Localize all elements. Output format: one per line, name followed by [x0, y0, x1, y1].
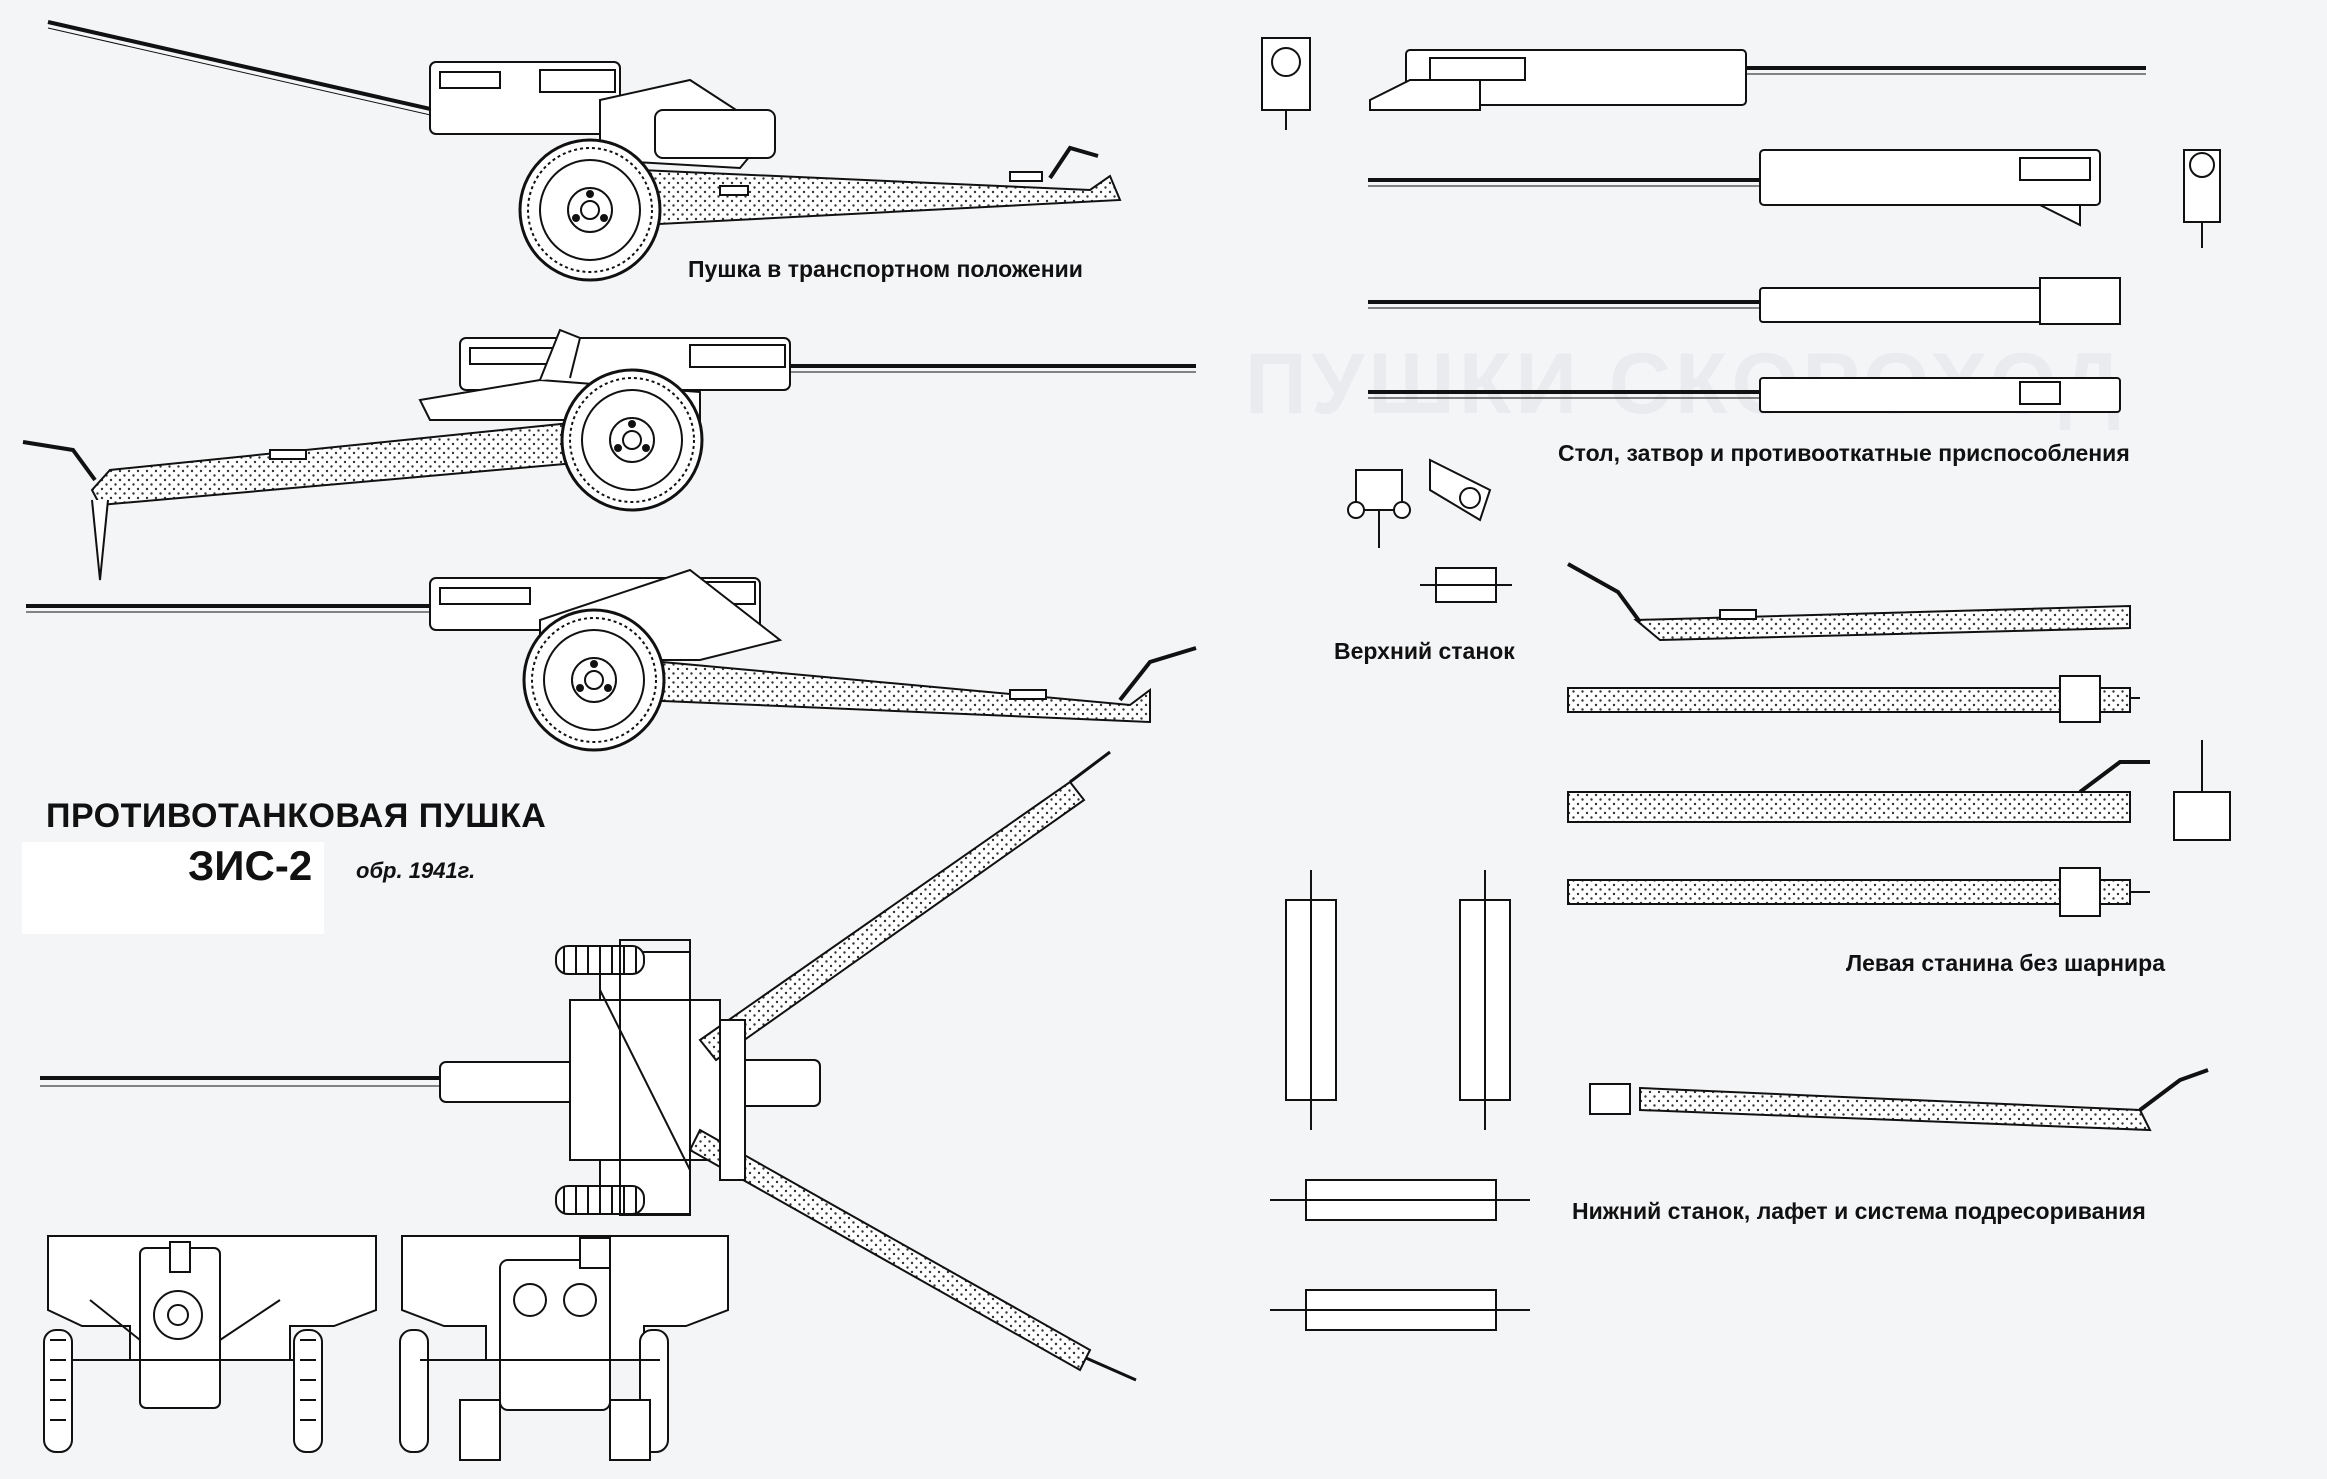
caption-upper-mount: Верхний станок [1334, 638, 1515, 664]
gun-top-view [40, 750, 1137, 1382]
caption-left-trail: Левая станина без шарнира [1846, 950, 2166, 976]
gun-combat-view [22, 328, 1196, 581]
trail-parts [1567, 562, 2231, 917]
lower-mount-parts [1270, 870, 2209, 1331]
upper-mount-parts [1347, 458, 1512, 603]
cradle-assemblies [1261, 37, 2221, 413]
page-title: ПРОТИВОТАНКОВАЯ ПУШКА [46, 797, 547, 835]
gun-front-view [43, 1235, 377, 1453]
gun-model-year: обр. 1941г. [356, 858, 476, 883]
gun-rear-view [399, 1235, 729, 1461]
caption-cradle-breech-recoil: Стол, затвор и противооткатные приспособ… [1558, 440, 2130, 466]
gun-transport-view [47, 20, 1122, 282]
title-background-box [22, 842, 324, 934]
gun-model-title: ЗИС-2 [188, 842, 313, 889]
gun-side-view-barrel-left [26, 568, 1197, 752]
caption-lower-mount-suspension: Нижний станок, лафет и система подресори… [1572, 1198, 2146, 1224]
caption-transport-position: Пушка в транспортном положении [688, 256, 1083, 282]
